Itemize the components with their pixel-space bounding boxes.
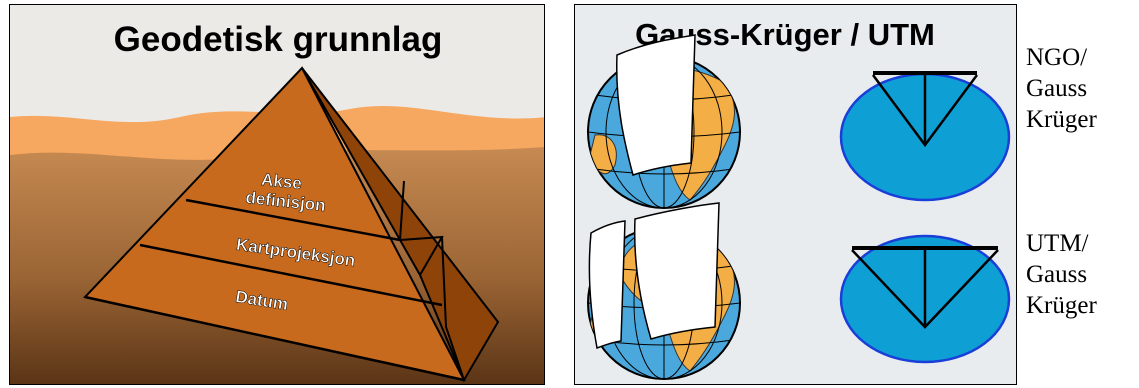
utm-label-line1: UTM/ — [1026, 230, 1089, 257]
utm-label-line3: Krüger — [1026, 292, 1097, 319]
left-panel-title: Geodetisk grunnlag — [114, 20, 443, 59]
utm-label-line2: Gauss — [1026, 261, 1088, 288]
pyramid-base-edge — [84, 295, 465, 382]
cylinder-strip-right — [633, 202, 720, 340]
projection-panel: Gauss-Krüger / UTM — [574, 4, 1017, 385]
secant-cross-section — [839, 234, 1011, 364]
ngo-label-line3: Krüger — [1026, 106, 1097, 133]
geodetic-basis-panel: Geodetisk grunnlag Akse definisjon Kartp… — [9, 4, 545, 385]
ngo-label-line1: NGO/ — [1026, 44, 1088, 71]
pyramid-divider-lower — [139, 243, 443, 307]
ngo-label-line2: Gauss — [1026, 75, 1088, 102]
globe-double-strip — [587, 202, 741, 380]
cylinder-strip — [615, 34, 696, 176]
utm-gauss-kruger-label: UTM/ Gauss Krüger — [1026, 228, 1097, 321]
cylinder-strip-left — [588, 220, 626, 350]
pyramid-illustration: Geodetisk grunnlag Akse definisjon Kartp… — [10, 5, 544, 384]
pyramid-divider-upper — [185, 198, 401, 242]
pyramid-side-bands — [398, 180, 444, 276]
ngo-gauss-kruger-label: NGO/ Gauss Krüger — [1026, 42, 1097, 135]
projection-illustration: Gauss-Krüger / UTM — [587, 17, 1011, 380]
pyramid-level-axis-line1: Akse — [260, 170, 302, 193]
pyramid-side-band-lower — [441, 236, 465, 381]
pyramid-level-axis-line2: definisjon — [245, 188, 327, 215]
globe-single-strip — [587, 34, 741, 209]
tangent-cross-section — [839, 71, 1011, 202]
